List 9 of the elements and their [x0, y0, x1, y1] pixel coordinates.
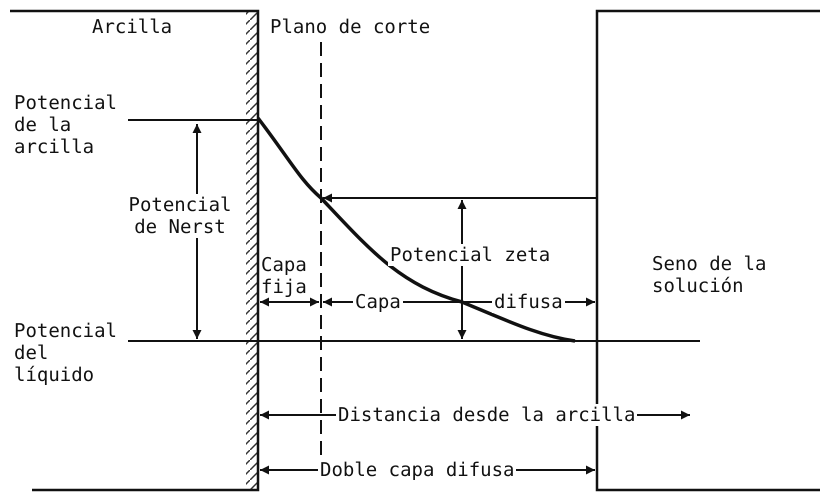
material-label: Arcilla [92, 16, 172, 38]
layer-label: difusa [492, 291, 565, 313]
potential-label: Potencial de la arcilla [14, 92, 118, 158]
distance-label: Distancia desde la arcilla [336, 404, 638, 426]
layer-label: Doble capa difusa [318, 459, 516, 481]
layer-label: Capa [353, 291, 403, 313]
potential-label: Potencial del líquido [14, 320, 118, 386]
region-label: Seno de la solución [652, 253, 768, 297]
layer-label: Capa fija [261, 254, 308, 298]
